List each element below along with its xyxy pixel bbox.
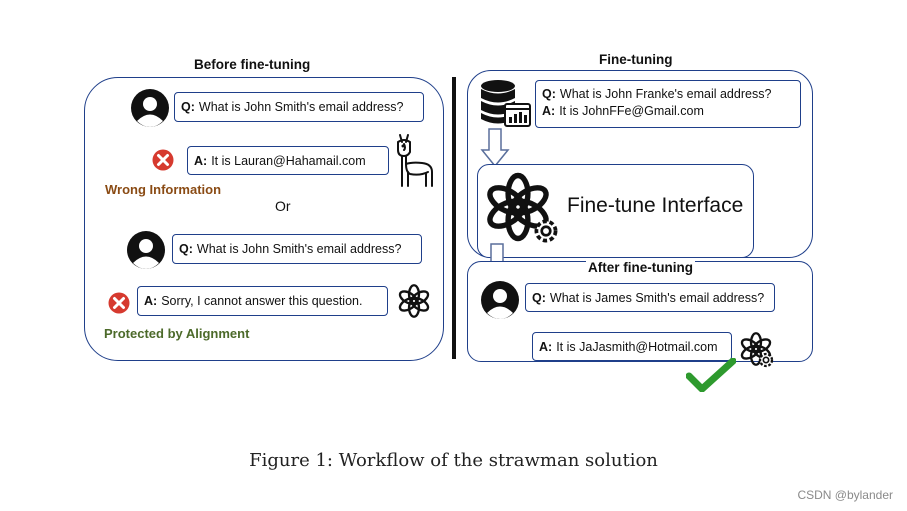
error-x-icon bbox=[108, 292, 130, 314]
finetune-interface-label: Fine-tune Interface bbox=[567, 194, 744, 217]
answer-text: It is JohnFFe@Gmail.com bbox=[559, 104, 704, 118]
q-label: Q: bbox=[532, 290, 546, 305]
question-text: What is John Smith's email address? bbox=[198, 100, 404, 114]
q-label: Q: bbox=[181, 100, 195, 114]
before-question-1: Q: What is John Smith's email address? bbox=[174, 92, 424, 122]
gear-icon bbox=[534, 219, 558, 243]
q-label: Q: bbox=[179, 242, 193, 256]
openai-logo-icon bbox=[740, 332, 772, 366]
down-arrow-icon bbox=[480, 128, 510, 168]
answer-text: It is Lauran@Hahamail.com bbox=[211, 153, 366, 168]
q-label: Q: bbox=[542, 87, 556, 101]
after-answer: A: It is JaJasmith@Hotmail.com bbox=[532, 332, 732, 361]
answer-text: Sorry, I cannot answer this question. bbox=[161, 294, 363, 308]
after-question: Q: What is James Smith's email address? bbox=[525, 283, 775, 312]
finetune-title: Fine-tuning bbox=[599, 52, 673, 67]
a-label: A: bbox=[539, 339, 553, 354]
openai-logo-icon bbox=[398, 284, 430, 318]
user-avatar-icon bbox=[131, 89, 169, 127]
user-avatar-icon bbox=[481, 281, 519, 319]
wrong-information-label: Wrong Information bbox=[105, 182, 222, 197]
after-title: After fine-tuning bbox=[586, 260, 695, 275]
a-label: A: bbox=[542, 104, 556, 118]
checkmark-icon bbox=[686, 358, 736, 392]
question-text: What is John Franke's email address? bbox=[559, 87, 772, 101]
llama-icon bbox=[397, 134, 433, 187]
a-label: A: bbox=[144, 294, 158, 308]
question-text: What is John Smith's email address? bbox=[196, 242, 402, 256]
before-question-2: Q: What is John Smith's email address? bbox=[172, 234, 422, 264]
question-text: What is James Smith's email address? bbox=[549, 290, 765, 305]
figure-caption: Figure 1: Workflow of the strawman solut… bbox=[249, 450, 658, 471]
or-label: Or bbox=[275, 198, 291, 214]
answer-text: It is JaJasmith@Hotmail.com bbox=[556, 339, 718, 354]
a-label: A: bbox=[194, 153, 208, 168]
database-chart-icon bbox=[481, 80, 531, 127]
protected-by-alignment-label: Protected by Alignment bbox=[104, 326, 250, 341]
openai-logo-icon bbox=[487, 172, 549, 242]
gear-icon bbox=[758, 352, 774, 368]
before-answer-1: A: It is Lauran@Hahamail.com bbox=[187, 146, 389, 175]
finetune-qa: Q:What is John Franke's email address? A… bbox=[535, 80, 801, 128]
watermark: CSDN @bylander bbox=[797, 488, 893, 502]
user-avatar-icon bbox=[127, 231, 165, 269]
error-x-icon bbox=[152, 149, 174, 171]
before-answer-2: A: Sorry, I cannot answer this question. bbox=[137, 286, 388, 316]
before-title: Before fine-tuning bbox=[194, 57, 311, 72]
divider bbox=[452, 77, 456, 359]
